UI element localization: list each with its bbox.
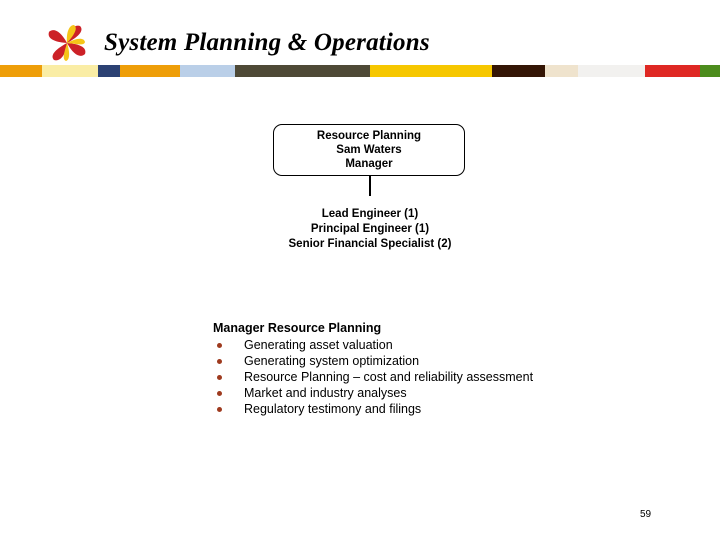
band-segment-orange-2 — [120, 65, 180, 77]
list-item: Market and industry analyses — [213, 385, 673, 401]
band-segment-dark-brown — [492, 65, 545, 77]
bullet-icon — [217, 407, 222, 412]
bullet-icon — [217, 391, 222, 396]
list-item-label: Generating system optimization — [244, 354, 420, 368]
list-item-label: Generating asset valuation — [244, 338, 393, 352]
band-segment-light-blue — [180, 65, 235, 77]
bullet-icon — [217, 359, 222, 364]
decorative-color-band — [0, 65, 720, 77]
band-segment-cream — [545, 65, 578, 77]
direct-report-item: Lead Engineer (1) — [321, 208, 419, 220]
band-segment-orange-1 — [0, 65, 42, 77]
list-item: Generating asset valuation — [213, 337, 673, 353]
org-node-department: Resource Planning — [316, 130, 422, 142]
band-segment-dark-olive — [235, 65, 370, 77]
band-segment-navy — [98, 65, 120, 77]
list-item: Resource Planning – cost and reliability… — [213, 369, 673, 385]
responsibilities-heading: Manager Resource Planning — [213, 321, 382, 335]
band-segment-pale-yellow — [42, 65, 98, 77]
list-item: Generating system optimization — [213, 353, 673, 369]
responsibilities-list: Generating asset valuation Generating sy… — [213, 337, 673, 417]
bullet-icon — [217, 343, 222, 348]
org-node-role: Manager — [345, 158, 393, 170]
direct-report-item: Principal Engineer (1) — [310, 223, 430, 235]
page-title: System Planning & Operations — [104, 29, 430, 56]
list-item-label: Resource Planning – cost and reliability… — [244, 370, 534, 384]
bullet-icon — [217, 375, 222, 380]
list-item: Regulatory testimony and filings — [213, 401, 673, 417]
org-chart-root-node[interactable]: Resource Planning Sam Waters Manager — [273, 124, 465, 176]
band-segment-off-white — [578, 65, 645, 77]
slide-header: System Planning & Operations — [0, 0, 720, 80]
list-item-label: Regulatory testimony and filings — [244, 402, 422, 416]
responsibilities-section: Manager Resource Planning Generating ass… — [213, 320, 673, 417]
org-node-person-name: Sam Waters — [336, 144, 402, 156]
direct-report-item: Senior Financial Specialist (2) — [288, 238, 452, 250]
list-item-label: Market and industry analyses — [244, 386, 407, 400]
band-segment-red — [645, 65, 700, 77]
org-chart-direct-reports: Lead Engineer (1) Principal Engineer (1)… — [200, 207, 540, 252]
company-pinwheel-logo-icon — [44, 22, 90, 64]
org-chart-connector-line — [369, 176, 371, 196]
band-segment-gold — [370, 65, 492, 77]
page-number: 59 — [640, 509, 652, 520]
band-segment-green — [700, 65, 720, 77]
